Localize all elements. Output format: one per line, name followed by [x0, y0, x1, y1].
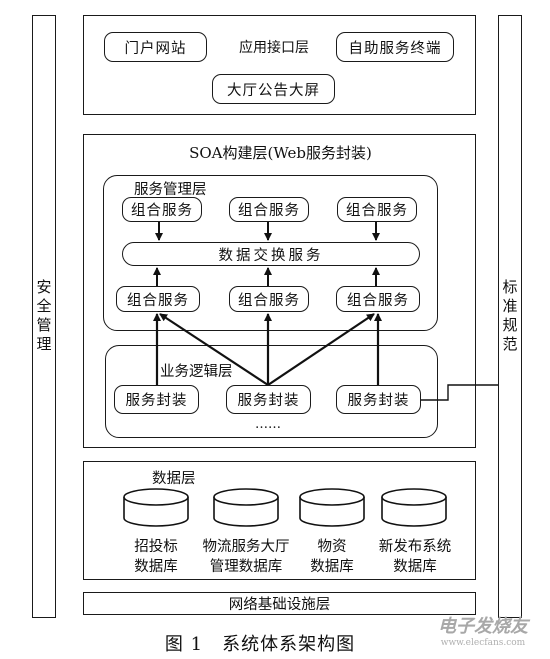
data-layer: 数据层 — [83, 461, 476, 580]
soa-layer-title: SOA构建层(Web服务封装) — [189, 143, 372, 162]
security-management-label: 安全管理 — [34, 278, 53, 355]
application-layer-title: 应用接口层 — [239, 40, 309, 56]
service-encapsulation-1: 服务封装 — [114, 385, 199, 414]
watermark: 电子发烧友 www.elecfans.com — [428, 612, 538, 656]
standards-bar: 标准规范 — [498, 15, 522, 618]
standards-label: 标准规范 — [500, 278, 519, 355]
data-layer-title: 数据层 — [152, 471, 196, 487]
portal-node: 门户网站 — [104, 32, 207, 62]
combined-service-top-1: 组合服务 — [122, 197, 202, 222]
business-logic-layer — [105, 345, 438, 438]
database-label-1: 招投标 数据库 — [134, 539, 178, 575]
business-logic-title: 业务逻辑层 — [158, 360, 235, 381]
combined-service-bottom-2: 组合服务 — [229, 286, 309, 312]
application-layer: 门户网站 应用接口层 自助服务终端 大厅公告大屏 — [83, 15, 476, 115]
service-management-title: 服务管理层 — [134, 182, 207, 198]
connector-to-standards — [420, 384, 498, 401]
self-service-terminal-node: 自助服务终端 — [336, 32, 454, 62]
arrow-enc-mid-left — [159, 313, 269, 386]
database-label-3: 物资 数据库 — [310, 539, 354, 575]
database-label-2: 物流服务大厅 管理数据库 — [202, 539, 290, 575]
watermark-text: 电子发烧友 — [438, 616, 528, 637]
service-encapsulation-2: 服务封装 — [226, 385, 311, 414]
figure-caption: 图 1 系统体系架构图 — [164, 634, 356, 655]
combined-service-top-2: 组合服务 — [229, 197, 309, 222]
hall-display-node: 大厅公告大屏 — [212, 74, 335, 104]
security-management-bar: 安全管理 — [32, 15, 56, 618]
service-management-layer: 服务管理层 — [103, 175, 438, 331]
database-cylinders — [123, 488, 447, 527]
arrow-enc-mid-right — [267, 313, 375, 386]
service-encapsulation-3: 服务封装 — [336, 385, 421, 414]
combined-service-bottom-3: 组合服务 — [336, 286, 420, 312]
database-label-4: 新发布系统 数据库 — [378, 539, 452, 575]
combined-service-top-3: 组合服务 — [337, 197, 417, 222]
watermark-sub: www.elecfans.com — [440, 638, 526, 648]
combined-service-bottom-1: 组合服务 — [116, 286, 200, 312]
infrastructure-layer: 网络基础设施层 — [83, 592, 476, 615]
data-exchange-service: 数据交换服务 — [122, 242, 420, 266]
business-logic-ellipsis: …… — [255, 416, 281, 432]
